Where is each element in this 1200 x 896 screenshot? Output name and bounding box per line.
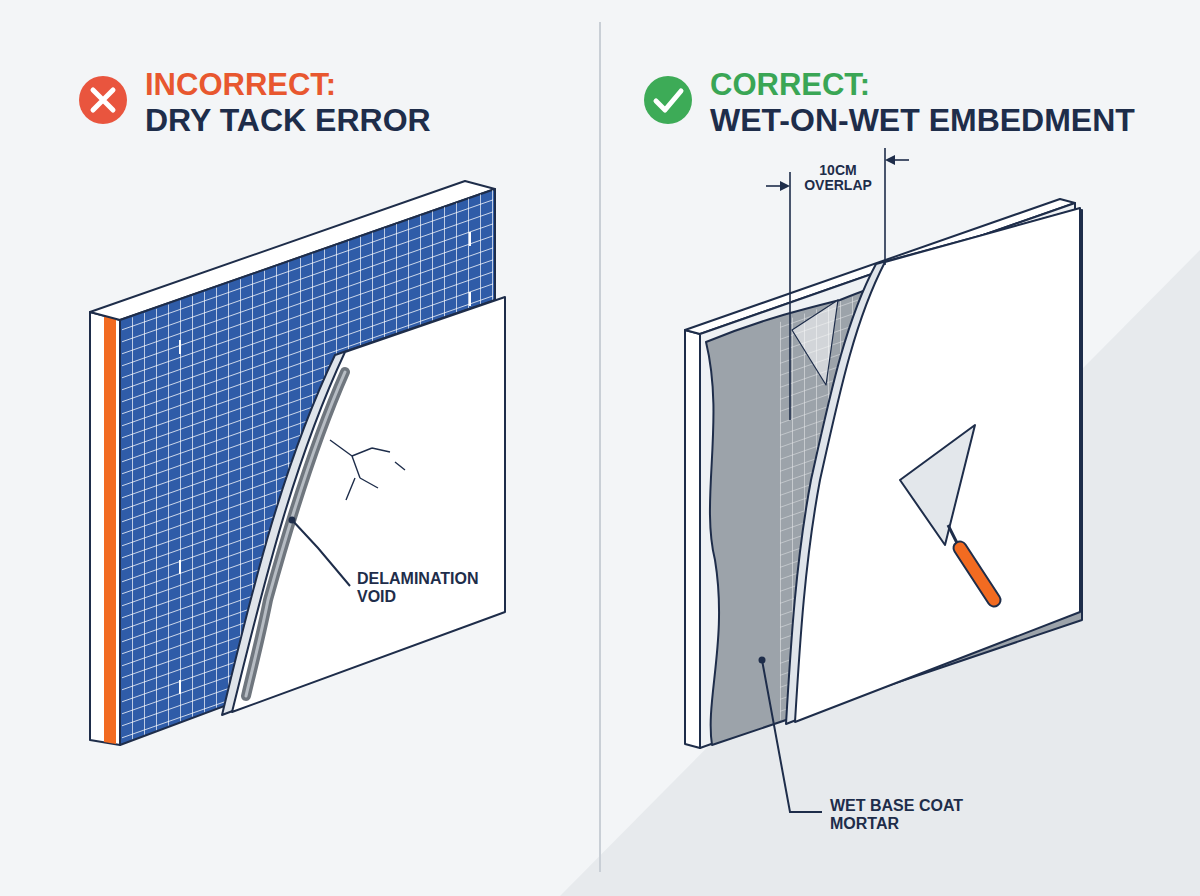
heading-status: INCORRECT:: [145, 68, 336, 102]
dimension-label: 10CM OVERLAP: [795, 163, 881, 194]
leader-line: [759, 657, 823, 813]
heading-title: DRY TACK ERROR: [145, 103, 431, 138]
trowel: [900, 425, 994, 600]
render-board: [786, 208, 1080, 724]
heading-title: WET-ON-WET EMBEDMENT: [710, 103, 1135, 138]
divider: [599, 22, 601, 872]
callout-label: WET BASE COAT MORTAR: [830, 797, 990, 832]
callout-label: DELAMINATION VOID: [357, 570, 507, 605]
render-board: [222, 297, 505, 715]
heading-status: CORRECT:: [710, 68, 870, 102]
cross-icon: [79, 76, 127, 124]
check-icon: [644, 76, 692, 124]
leader-line: [289, 517, 351, 587]
dimension-marks: [766, 148, 909, 420]
